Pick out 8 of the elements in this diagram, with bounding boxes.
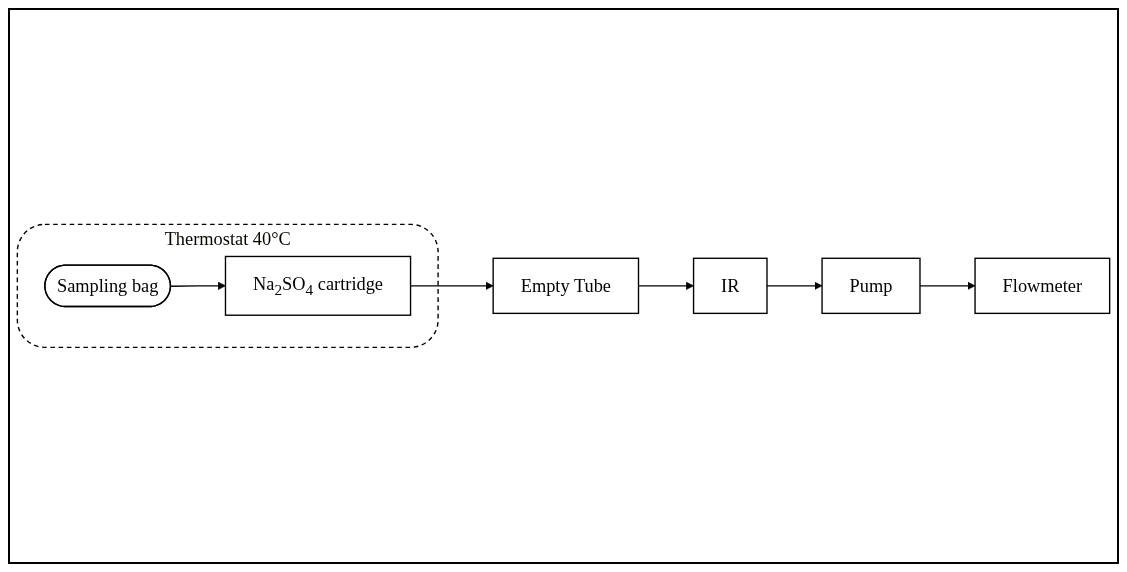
arrow bbox=[170, 281, 226, 291]
node-box: IR bbox=[692, 257, 768, 315]
node-box: Flowmeter bbox=[974, 257, 1111, 315]
node-box: Na$_{2}$SO$_{4}$ cartridge bbox=[224, 255, 412, 317]
arrow bbox=[766, 281, 823, 291]
arrow bbox=[919, 281, 976, 291]
node-box: Pump bbox=[821, 257, 921, 315]
node-box: Empty Tube bbox=[492, 257, 640, 315]
